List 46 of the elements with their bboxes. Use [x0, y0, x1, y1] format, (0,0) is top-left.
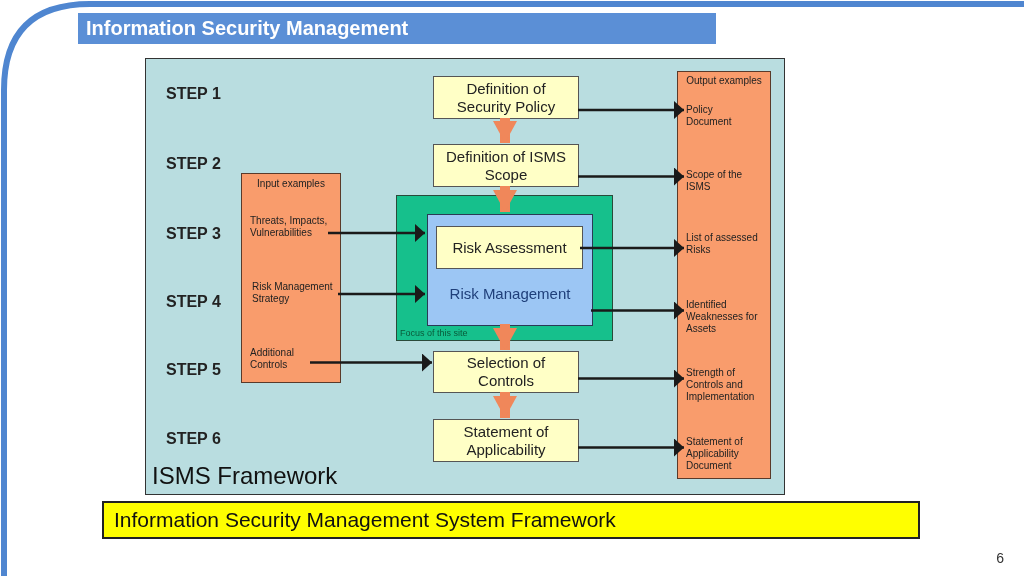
example-item: Additional Controls: [250, 347, 312, 377]
flow-arrow: [493, 186, 517, 212]
example-item: Threats, Impacts, Vulnerabilities: [250, 215, 330, 255]
panel-heading: Output examples: [685, 75, 763, 86]
step-label: STEP 3: [166, 225, 221, 243]
example-item: Statement of Applicability Document: [686, 436, 770, 474]
example-item: Strength of Controls and Implementation: [686, 367, 770, 405]
arrow: [310, 353, 432, 372]
output-panel: [677, 71, 771, 479]
panel-heading: Input examples: [256, 178, 326, 189]
arrow: [578, 369, 684, 388]
example-item: Risk Management Strategy: [252, 281, 340, 311]
page-number: 6: [996, 550, 1004, 566]
process-box: Statement of Applicability: [433, 419, 579, 462]
arrow: [578, 167, 684, 186]
input-panel: [241, 173, 341, 383]
arrow: [578, 438, 684, 457]
example-item: Scope of the ISMS: [686, 169, 758, 195]
title-bar: Information Security Management: [78, 13, 716, 44]
flow-arrow: [493, 324, 517, 350]
step-label: STEP 2: [166, 155, 221, 173]
box-label: Risk Management: [448, 285, 572, 302]
arrow: [580, 239, 684, 257]
focus-label: Focus of this site: [400, 328, 468, 338]
arrow: [338, 285, 425, 303]
arrow: [591, 301, 684, 320]
arrow: [328, 224, 425, 242]
process-box: Definition of ISMS Scope: [433, 144, 579, 187]
example-item: Identified Weaknesses for Assets: [686, 299, 760, 337]
example-item: Policy Document: [686, 104, 758, 130]
flow-arrow: [493, 118, 517, 143]
framework-panel: [145, 58, 785, 495]
process-box: Selection of Controls: [433, 351, 579, 393]
risk-management-box: [427, 214, 593, 326]
step-label: STEP 5: [166, 361, 221, 379]
process-box: Risk Assessment: [436, 226, 583, 269]
process-box: Definition of Security Policy: [433, 76, 579, 119]
caption-box: Information Security Management System Framework: [102, 501, 920, 539]
step-label: STEP 6: [166, 430, 221, 448]
flow-arrow: [493, 392, 517, 418]
panel-title: ISMS Framework: [152, 462, 338, 490]
example-item: List of assessed Risks: [686, 232, 758, 270]
step-label: STEP 1: [166, 85, 221, 103]
arrow: [578, 101, 684, 119]
step-label: STEP 4: [166, 293, 221, 311]
focus-area: [396, 195, 613, 341]
